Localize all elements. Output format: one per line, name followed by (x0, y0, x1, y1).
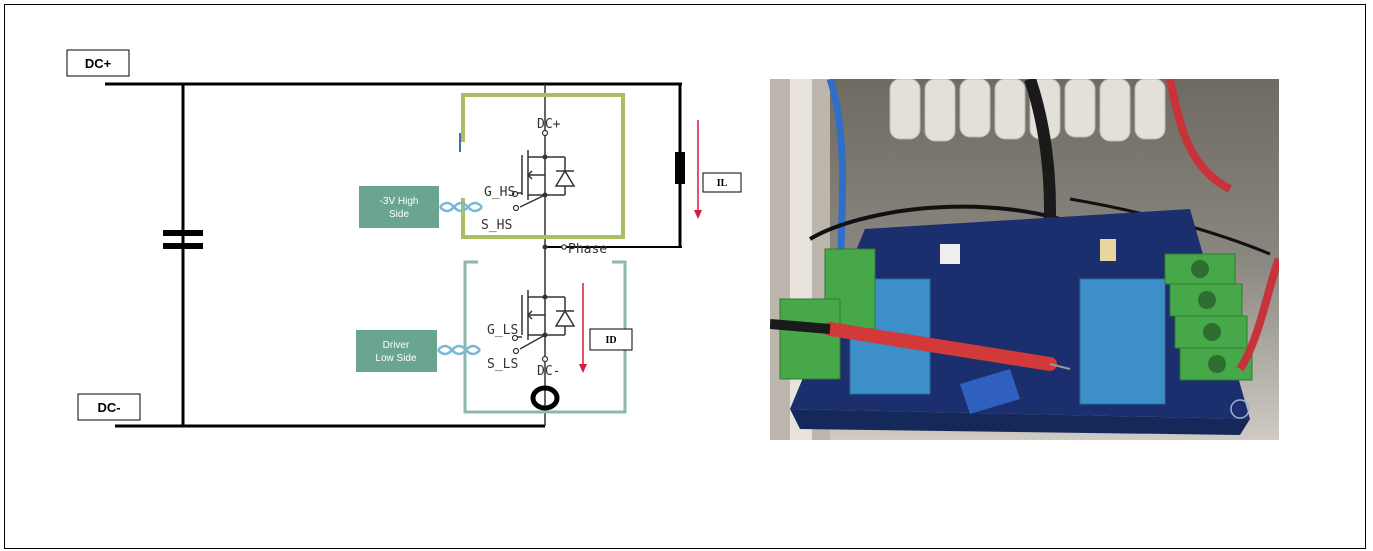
low-side-driver-box (356, 330, 437, 372)
dc-minus-node (541, 355, 549, 363)
il-label-box (702, 172, 742, 193)
figure-frame (4, 4, 1366, 549)
hs-mosfet (516, 150, 576, 208)
ls-mosfet (516, 290, 576, 350)
dc-plus-node-label: DC+ (537, 117, 561, 132)
inductor (675, 152, 685, 184)
high-side-driver-line2: Side (389, 209, 409, 220)
s-hs-pin (512, 204, 520, 212)
phase-label: Phase (568, 242, 607, 257)
s-hs-label: S_HS (481, 218, 512, 233)
hs-node-dot (542, 192, 548, 198)
high-side-driver-line1: -3V High (380, 196, 419, 207)
ls-node-dot (542, 294, 548, 300)
ls-node-dot (542, 332, 548, 338)
dc-minus-label-box (77, 393, 141, 421)
il-arrow (694, 120, 702, 219)
hs-node-dot (542, 154, 548, 160)
g-ls-label: G_LS (487, 323, 518, 338)
ls-twisted-pair (437, 344, 481, 356)
dc-link-capacitor (163, 230, 203, 249)
id-label: ID (605, 335, 616, 346)
phase-node-dot (542, 244, 548, 250)
dc-minus-label: DC- (97, 400, 120, 415)
dc-minus-node-label: DC- (537, 364, 560, 379)
id-arrow (579, 283, 587, 373)
low-side-box (463, 260, 627, 414)
low-side-driver-line1: Driver (383, 340, 410, 351)
id-label-box (589, 328, 633, 351)
high-side-driver-box (359, 186, 439, 228)
dc-plus-node (541, 129, 549, 137)
circuit-diagram: DC+ DC- DC+ G_HS (66, 49, 742, 428)
g-hs-label: G_HS (484, 185, 515, 200)
low-side-driver-line2: Low Side (375, 353, 417, 364)
hs-twisted-pair (439, 201, 483, 213)
dc-plus-label: DC+ (85, 56, 112, 71)
s-ls-pin (512, 347, 520, 355)
dc-plus-label-box (66, 49, 130, 77)
g-ls-pin (511, 334, 519, 342)
test-board-photo (770, 79, 1279, 440)
s-ls-label: S_LS (487, 357, 518, 372)
high-side-box (461, 93, 625, 239)
phase-node (561, 244, 567, 250)
g-hs-pin (511, 190, 519, 198)
current-probe-ring (530, 385, 560, 411)
il-label: IL (717, 178, 728, 189)
